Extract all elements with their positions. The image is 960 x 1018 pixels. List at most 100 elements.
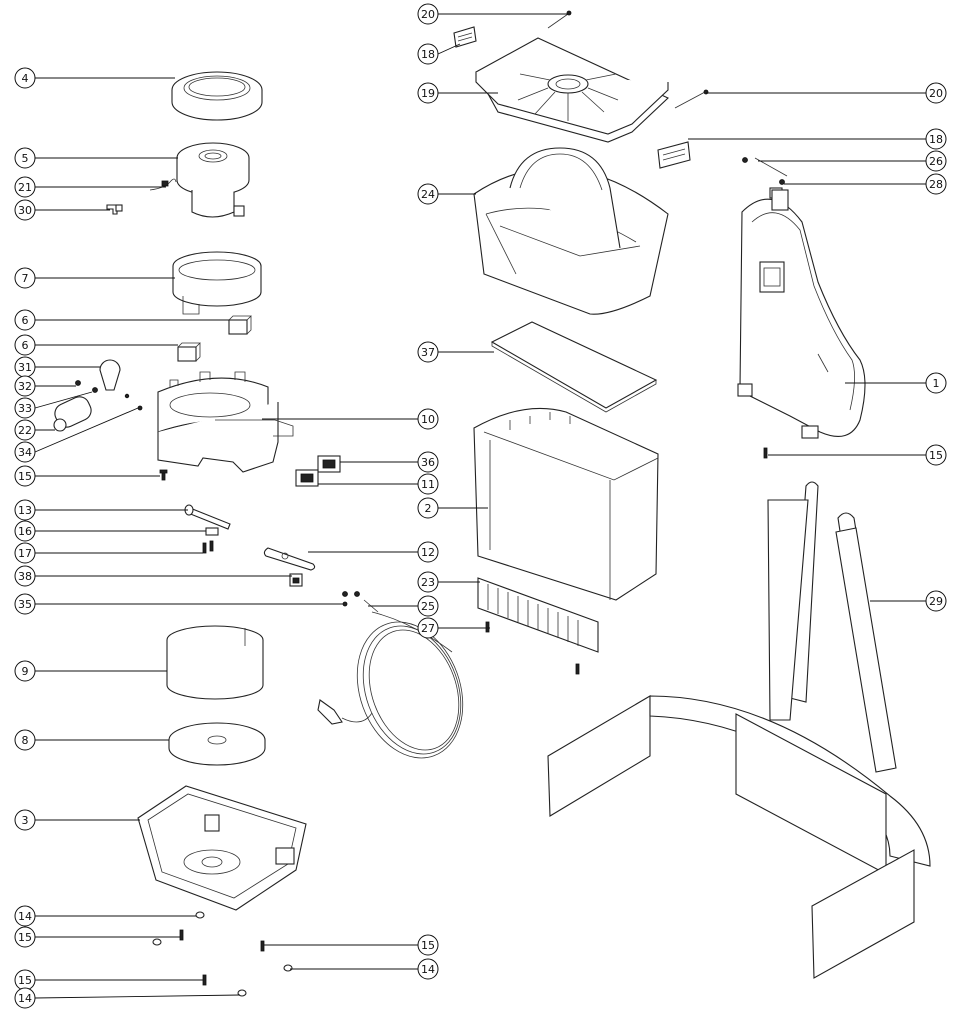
callout-9: 9	[14, 660, 167, 682]
callout-bubble	[417, 408, 439, 430]
callout-bubble	[14, 542, 36, 564]
callout-14: 14	[14, 905, 196, 927]
callout-bubble	[417, 473, 439, 495]
callout-number: 20	[421, 8, 435, 21]
callout-bubble	[14, 926, 36, 948]
callout-33: 33	[14, 391, 93, 419]
callout-6: 6	[14, 309, 229, 331]
callout-bubble	[14, 176, 36, 198]
callout-number: 6	[22, 314, 29, 327]
callout-bubble	[417, 183, 439, 205]
callout-number: 15	[18, 470, 32, 483]
callout-35: 35	[14, 593, 343, 615]
part-3-base-tray	[137, 785, 307, 911]
callout-number: 37	[421, 346, 435, 359]
callout-number: 5	[22, 152, 29, 165]
callout-bubble	[417, 595, 439, 617]
callout-number: 35	[18, 598, 32, 611]
callout-bubble	[14, 729, 36, 751]
callout-20: 20	[706, 82, 947, 104]
part-37-filter-pad	[490, 321, 658, 413]
callout-number: 14	[18, 910, 32, 923]
callout-2: 2	[417, 497, 488, 519]
part-1-back-frame	[737, 189, 866, 439]
part-5-motor	[176, 142, 250, 218]
callout-number: 24	[421, 188, 435, 201]
callout-number: 30	[18, 204, 32, 217]
callout-number: 7	[22, 272, 29, 285]
callout-number: 9	[22, 665, 29, 678]
part-4-ring-filter	[171, 71, 263, 121]
part-12-latch	[263, 547, 316, 571]
callout-30: 30	[14, 199, 110, 221]
callout-number: 8	[22, 734, 29, 747]
callout-bubble	[14, 565, 36, 587]
callout-leader-line	[34, 407, 139, 453]
part-15-screw-b	[763, 447, 768, 459]
callout-5: 5	[14, 147, 178, 169]
callout-number: 29	[929, 595, 943, 608]
callout-12: 12	[308, 541, 439, 563]
callout-number: 3	[22, 814, 29, 827]
callout-number: 15	[18, 931, 32, 944]
callout-13: 13	[14, 499, 188, 521]
callout-number: 34	[18, 446, 32, 459]
callout-number: 31	[18, 361, 32, 374]
callout-number: 25	[421, 600, 435, 613]
part-13-pin	[184, 504, 231, 530]
callout-bubble	[14, 199, 36, 221]
callout-number: 15	[929, 449, 943, 462]
callout-25: 25	[368, 595, 439, 617]
callout-bubble	[417, 541, 439, 563]
callout-number: 36	[421, 456, 435, 469]
callout-leader-line	[437, 43, 461, 55]
callout-number: 11	[421, 478, 435, 491]
callout-18: 18	[688, 128, 947, 150]
callout-bubble	[417, 571, 439, 593]
callout-bubble	[14, 397, 36, 419]
callout-bubble	[14, 809, 36, 831]
callout-number: 18	[929, 133, 943, 146]
callout-bubble	[417, 934, 439, 956]
part-16-17-fasteners	[202, 527, 219, 554]
callout-number: 1	[933, 377, 940, 390]
callout-17: 17	[14, 542, 203, 564]
callout-37: 37	[417, 341, 494, 363]
callout-number: 26	[929, 155, 943, 168]
callout-bubble	[417, 497, 439, 519]
callout-bubble	[14, 660, 36, 682]
callout-number: 17	[18, 547, 32, 560]
callout-19: 19	[417, 82, 498, 104]
callout-bubble	[417, 82, 439, 104]
callout-number: 22	[18, 424, 32, 437]
callout-number: 33	[18, 402, 32, 415]
part-6-foam-blocks	[177, 315, 252, 362]
callout-number: 10	[421, 413, 435, 426]
callout-number: 4	[22, 72, 29, 85]
part-35-25-small-parts	[342, 591, 379, 613]
callout-bubble	[14, 309, 36, 331]
part-18-clips	[453, 26, 691, 169]
callout-36: 36	[340, 451, 439, 473]
callout-3: 3	[14, 809, 140, 831]
callout-7: 7	[14, 267, 175, 289]
part-22-capacitor	[53, 359, 143, 432]
callout-bubble	[925, 444, 947, 466]
part-21-wire	[149, 178, 177, 191]
part-2-tank	[473, 407, 659, 601]
callout-number: 28	[929, 178, 943, 191]
callout-bubble	[14, 441, 36, 463]
callout-bubble	[14, 267, 36, 289]
callout-bubble	[925, 590, 947, 612]
callout-bubble	[14, 987, 36, 1009]
callout-bubble	[14, 905, 36, 927]
callout-bubble	[417, 958, 439, 980]
callout-21: 21	[14, 176, 166, 198]
part-29-harness	[547, 481, 931, 979]
callout-38: 38	[14, 565, 292, 587]
callout-bubble	[925, 372, 947, 394]
callout-number: 21	[18, 181, 32, 194]
part-14-15-feet-screws	[152, 911, 293, 997]
